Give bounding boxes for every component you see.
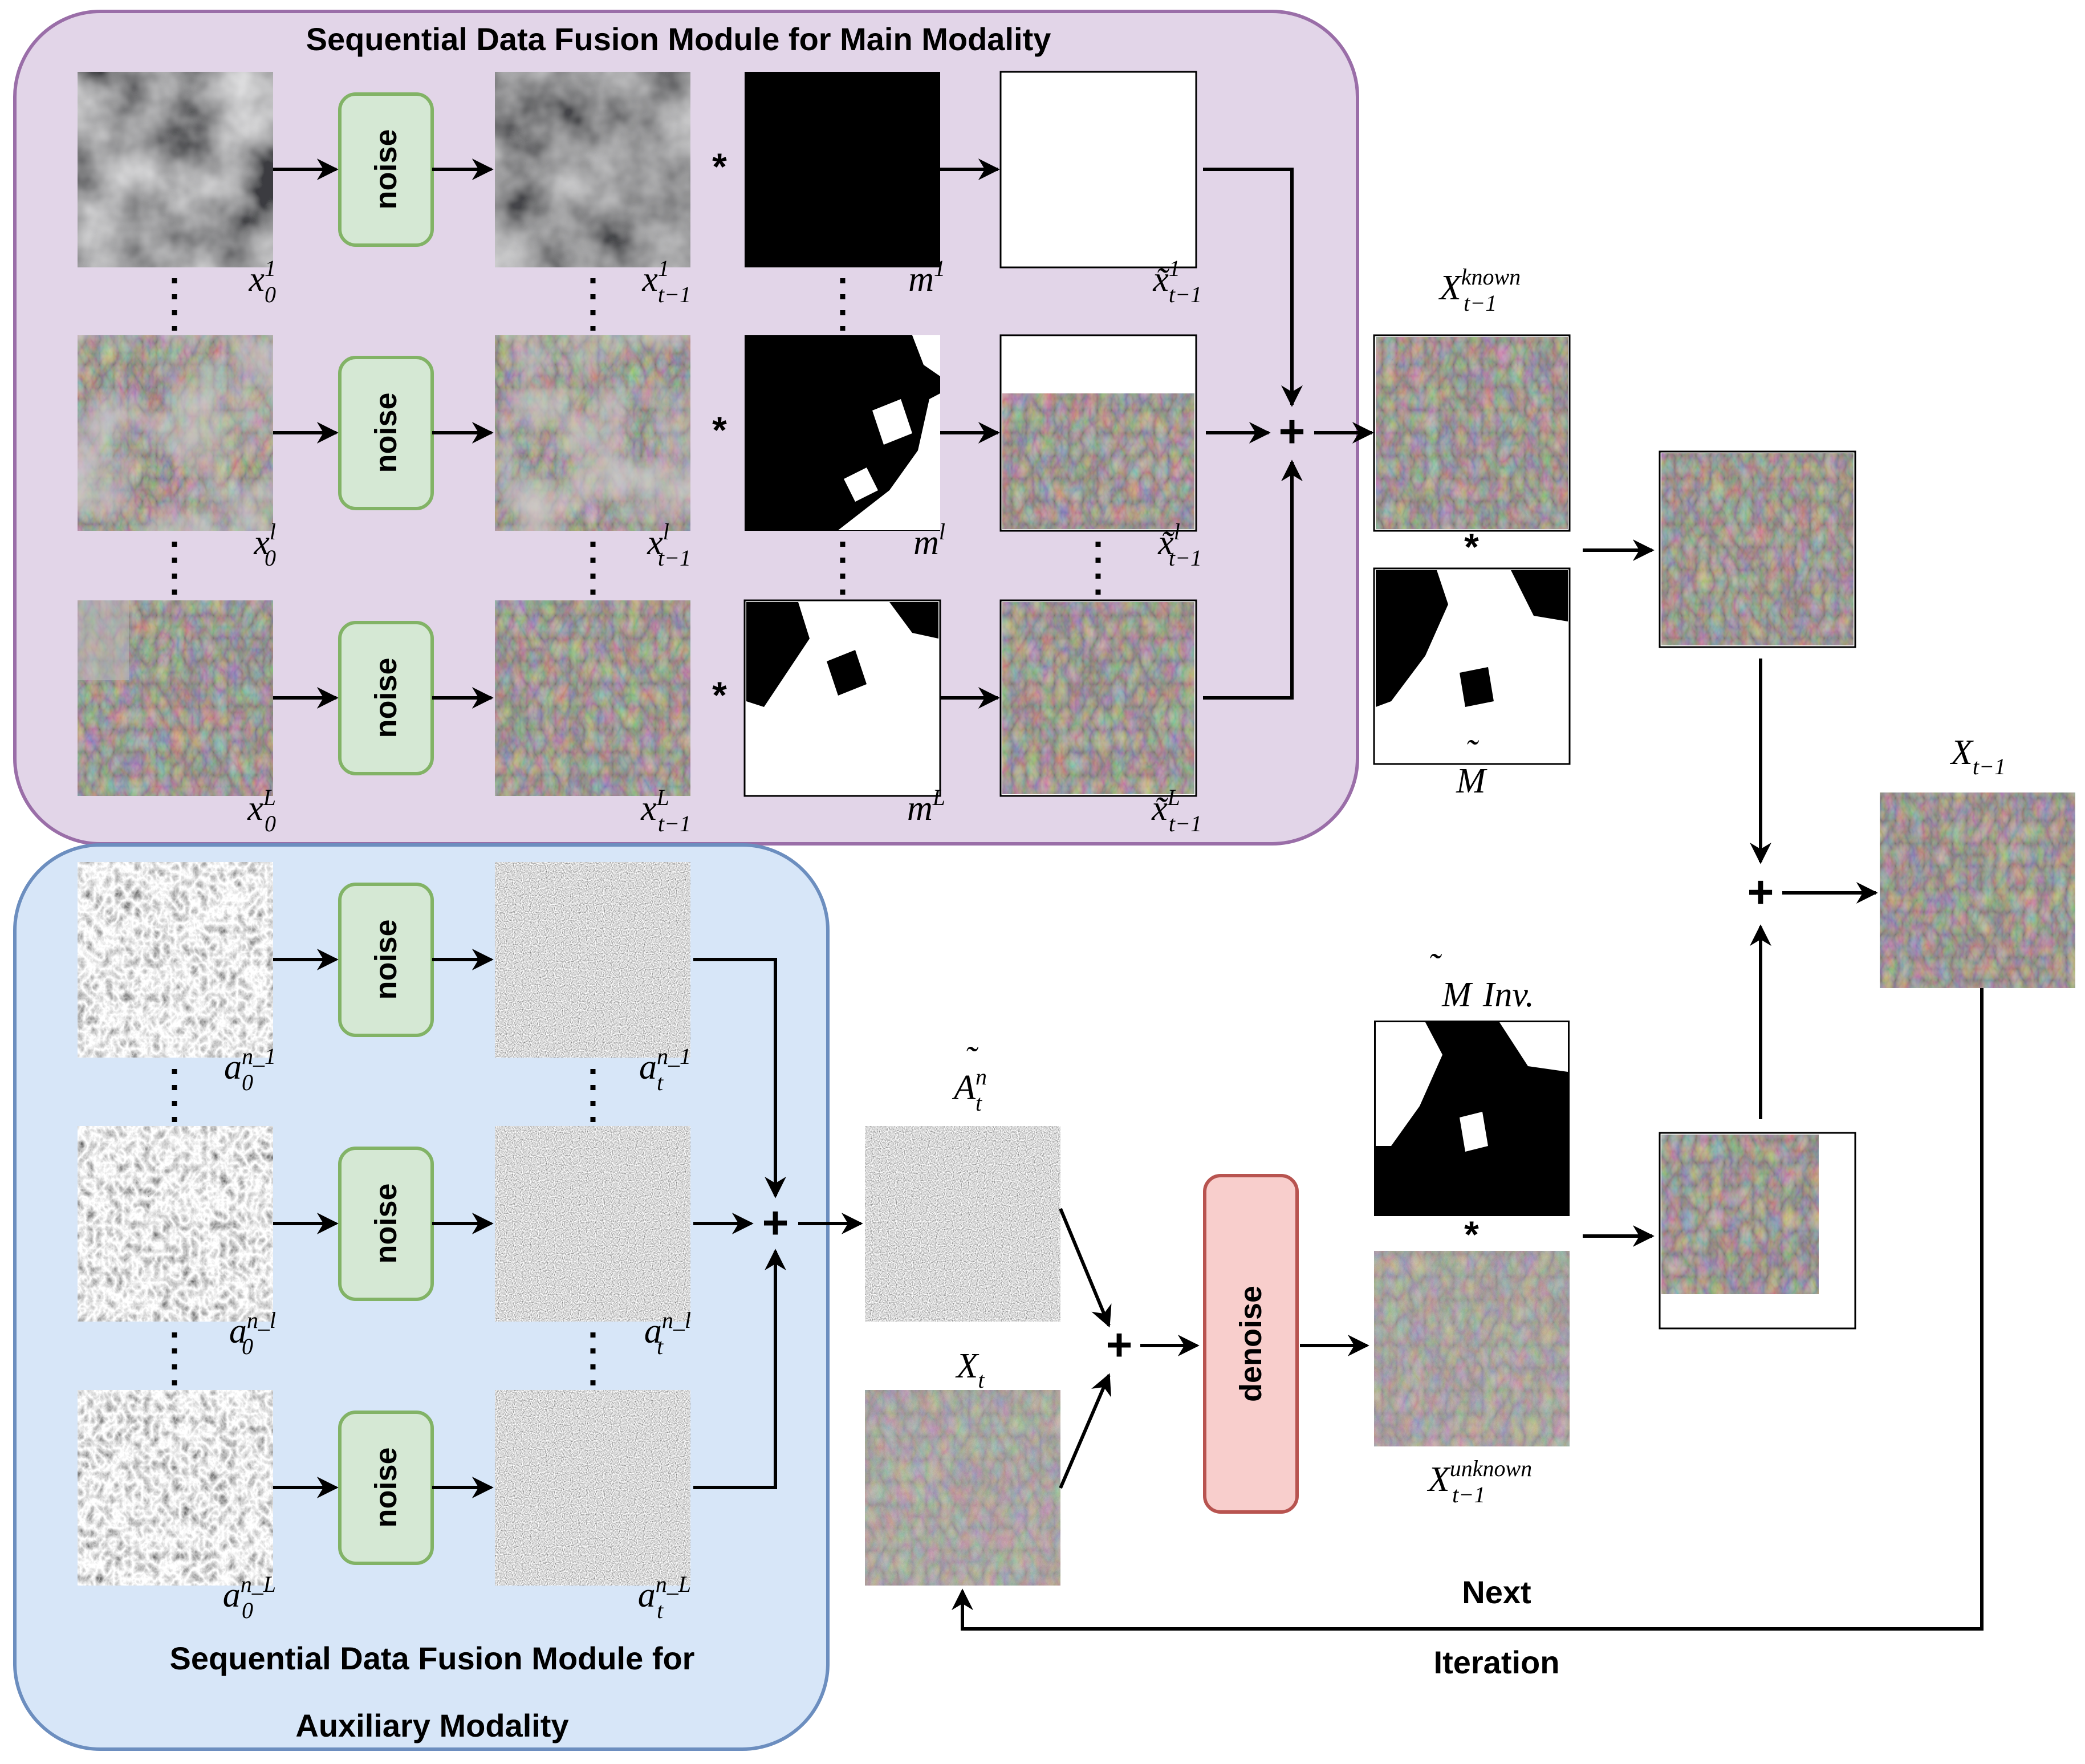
sar-image-a0-L bbox=[78, 1390, 273, 1586]
masked-image-xtilde-1 bbox=[999, 71, 1197, 269]
svg-text:noise: noise bbox=[369, 1183, 403, 1263]
mask-M-tilde-black bbox=[1376, 570, 1568, 707]
image-X-known-terrain bbox=[1376, 337, 1568, 529]
plus-sign-aux: + bbox=[762, 1197, 789, 1248]
noise-box-main-1: noise bbox=[338, 92, 434, 247]
plus-sign-denoise-input: + bbox=[1106, 1319, 1133, 1370]
aux-row-arrows bbox=[273, 949, 863, 1498]
mult-sign-known: * bbox=[1464, 526, 1479, 568]
mult-sign-rowl: * bbox=[712, 409, 727, 451]
math-label-m-L: mL bbox=[907, 785, 945, 828]
mult-sign-rowL: * bbox=[712, 674, 727, 716]
iteration-loop-arrow bbox=[952, 988, 1984, 1631]
aux-module-title-line1: Sequential Data Fusion Module for bbox=[170, 1640, 695, 1676]
noisy-image-xt-L bbox=[495, 600, 690, 796]
middle-arrows bbox=[1059, 1208, 1369, 1489]
image-A-tilde bbox=[865, 1126, 1060, 1322]
mask-m-l-holes bbox=[838, 335, 940, 530]
sar-image-a0-l bbox=[78, 1126, 273, 1322]
image-X-t-minus-1 bbox=[1880, 792, 2075, 988]
tilde-mark-M-inv: ˜ bbox=[1428, 947, 1442, 986]
cloudy-image-x0-l bbox=[78, 335, 273, 531]
noise-box-main-L: noise bbox=[338, 621, 434, 775]
mask-m-1 bbox=[745, 72, 940, 267]
noise-box-aux-L: noise bbox=[338, 1411, 434, 1565]
math-label-M-tilde: M bbox=[1456, 762, 1487, 800]
main-module-title: Sequential Data Fusion Module for Main M… bbox=[306, 21, 1051, 57]
aux-module-title-line2: Auxiliary Modality bbox=[295, 1708, 568, 1743]
mask-M-inv-white bbox=[1376, 1022, 1568, 1152]
sar-noisy-at-L bbox=[495, 1390, 690, 1586]
svg-text:noise: noise bbox=[369, 1447, 403, 1527]
math-label-X-out: Xt−1 bbox=[1949, 733, 2006, 779]
mask-m-L-blobs bbox=[746, 602, 938, 707]
sar-image-a0-1 bbox=[78, 862, 273, 1058]
image-X-t-speckle bbox=[865, 1390, 1060, 1586]
image-unknown-product-terrain bbox=[1661, 1135, 1819, 1294]
loop-next-label: Next bbox=[1462, 1574, 1531, 1610]
math-label-X-t: Xt bbox=[955, 1347, 985, 1393]
noisy-image-xt-l bbox=[495, 335, 690, 531]
noise-box-aux-l: noise bbox=[338, 1147, 434, 1301]
image-X-unknown-speckle bbox=[1374, 1251, 1570, 1446]
noise-box-main-l: noise bbox=[338, 356, 434, 510]
svg-text:noise: noise bbox=[369, 392, 403, 473]
noisy-image-xt-1-speckle bbox=[495, 72, 690, 267]
noisy-image-xt-1 bbox=[495, 72, 690, 267]
noise-box-aux-1: noise bbox=[338, 883, 434, 1037]
cloudy-image-x0-1 bbox=[78, 72, 273, 267]
right-side-arrows bbox=[1583, 539, 1878, 1247]
image-x0-L-cloud bbox=[78, 600, 129, 680]
denoise-box: denoise bbox=[1203, 1174, 1299, 1514]
masked-image-xtilde-L-terrain bbox=[1002, 602, 1194, 794]
sar-noisy-at-1 bbox=[495, 862, 690, 1058]
math-label-m-l: ml bbox=[913, 519, 945, 562]
loop-iteration-label: Iteration bbox=[1434, 1644, 1560, 1680]
mult-sign-row1: * bbox=[712, 145, 727, 188]
svg-text:noise: noise bbox=[369, 919, 403, 999]
mult-sign-inv: * bbox=[1464, 1213, 1479, 1255]
plus-sign-combine: + bbox=[1747, 867, 1774, 917]
sar-noisy-at-l bbox=[495, 1126, 690, 1322]
math-label-m-1: m1 bbox=[908, 255, 945, 299]
main-row-arrows bbox=[273, 158, 1374, 709]
svg-text:noise: noise bbox=[369, 129, 403, 209]
masked-image-xtilde-l-terrain bbox=[1002, 393, 1194, 529]
svg-text:denoise: denoise bbox=[1234, 1286, 1268, 1402]
plus-sign-main: + bbox=[1279, 406, 1306, 457]
image-known-product-terrain bbox=[1661, 453, 1854, 645]
svg-text:noise: noise bbox=[369, 657, 403, 738]
